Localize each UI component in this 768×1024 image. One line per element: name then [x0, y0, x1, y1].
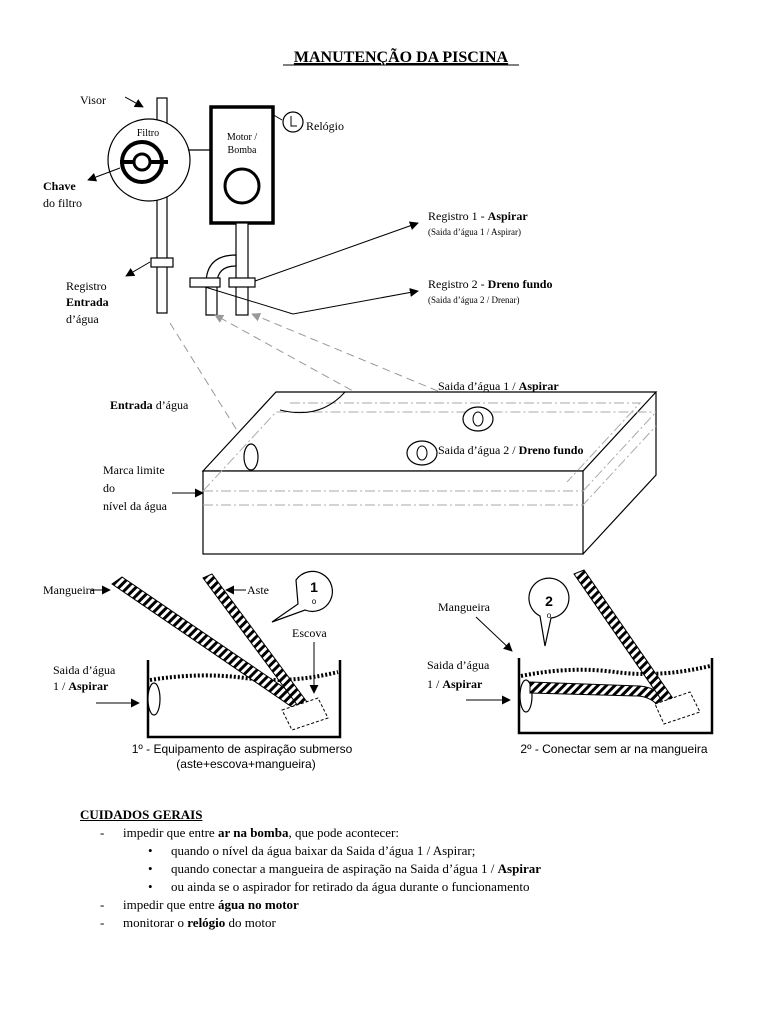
motor-label-line2: Bomba [228, 145, 257, 156]
registro2-label: Registro 2 - Dreno fundo [428, 277, 552, 291]
brush-step2 [654, 691, 701, 725]
svg-text:1: 1 [310, 579, 318, 595]
saida-small-1-line2: 1 / Aspirar [53, 679, 109, 693]
pool-saida2-label: Saida d’água 2 / Dreno fundo [438, 443, 583, 457]
clock-icon [282, 111, 304, 133]
motor-label-line1: Motor / [227, 132, 258, 143]
relogio-label: Relógio [306, 119, 344, 133]
pool-box [201, 391, 658, 555]
cuidados-gerais-section: CUIDADOS GERAIS impedir que entre ar na … [80, 806, 720, 932]
hose-step2 [529, 681, 669, 709]
svg-text:o: o [312, 597, 317, 606]
cuidados-subitem-3: ou ainda se o aspirador for retirado da … [80, 878, 720, 896]
svg-text:2: 2 [545, 593, 553, 609]
pool-entrada-label: Entrada d’água [110, 398, 189, 412]
pool-saida1-label: Saida d’água 1 / Aspirar [438, 379, 559, 393]
pump-icon [223, 167, 261, 205]
marca-limite-line2: do [103, 481, 115, 495]
hose-step1 [111, 576, 303, 708]
cuidados-subitem-2: quando conectar a mangueira de aspiração… [80, 860, 720, 878]
caption-step1-line1: 1º - Equipamento de aspiração submerso [132, 742, 353, 756]
brush-step1 [281, 697, 329, 731]
reg-entrada-line3: d’água [66, 312, 99, 326]
motor-pump-box [209, 105, 275, 225]
caption-step1-line2: (aste+escova+mangueira) [176, 757, 315, 771]
saida-small-1-line1: Saida d’água [53, 663, 116, 677]
reg-entrada-line2: Entrada [66, 295, 109, 309]
saida1-outlet-icon [462, 406, 494, 432]
cuidados-subitem-1: quando o nível da água baixar da Saida d… [80, 842, 720, 860]
saida-small-2-line2: 1 / Aspirar [427, 677, 483, 691]
equipment-schematic: Filtro Motor / Bomba Relógio [107, 97, 344, 316]
aste-label: Aste [247, 583, 269, 597]
mangueira-label-2: Mangueira [438, 600, 491, 614]
registro1-label: Registro 1 - Aspirar [428, 209, 528, 223]
saida-small-2-line1: Saida d’água [427, 658, 490, 672]
cuidados-heading: CUIDADOS GERAIS [80, 807, 203, 822]
step1-panel: 1 o [111, 570, 342, 739]
page-title: MANUTENÇÃO DA PISCINA [294, 47, 509, 66]
saida2-outlet-icon [406, 440, 438, 466]
caption-step2: 2º - Conectar sem ar na mangueira [520, 742, 707, 756]
visor-label: Visor [80, 93, 106, 107]
registro2-sublabel: (Saida d’água 2 / Drenar) [428, 295, 519, 305]
filter-label: Filtro [137, 128, 159, 139]
cuidados-item-1: impedir que entre ar na bomba, que pode … [80, 824, 720, 842]
entrada-inlet-icon [243, 443, 259, 471]
step2-panel: 2 o [517, 569, 714, 735]
chave-label-line1: Chave [43, 179, 76, 193]
step1-bubble [271, 570, 334, 623]
cuidados-item-3: monitorar o relógio do motor [80, 914, 720, 932]
cuidados-item-2: impedir que entre água no motor [80, 896, 720, 914]
step2-bubble [528, 577, 570, 647]
reg-entrada-line1: Registro [66, 279, 107, 293]
chave-label-line2: do filtro [43, 196, 82, 210]
svg-text:o: o [547, 611, 552, 620]
mangueira-label-1: Mangueira [43, 583, 96, 597]
marca-limite-line1: Marca limite [103, 463, 165, 477]
marca-limite-line3: nível da água [103, 499, 168, 513]
registro1-sublabel: (Saida d’água 1 / Aspirar) [428, 227, 521, 237]
escova-label: Escova [292, 626, 327, 640]
